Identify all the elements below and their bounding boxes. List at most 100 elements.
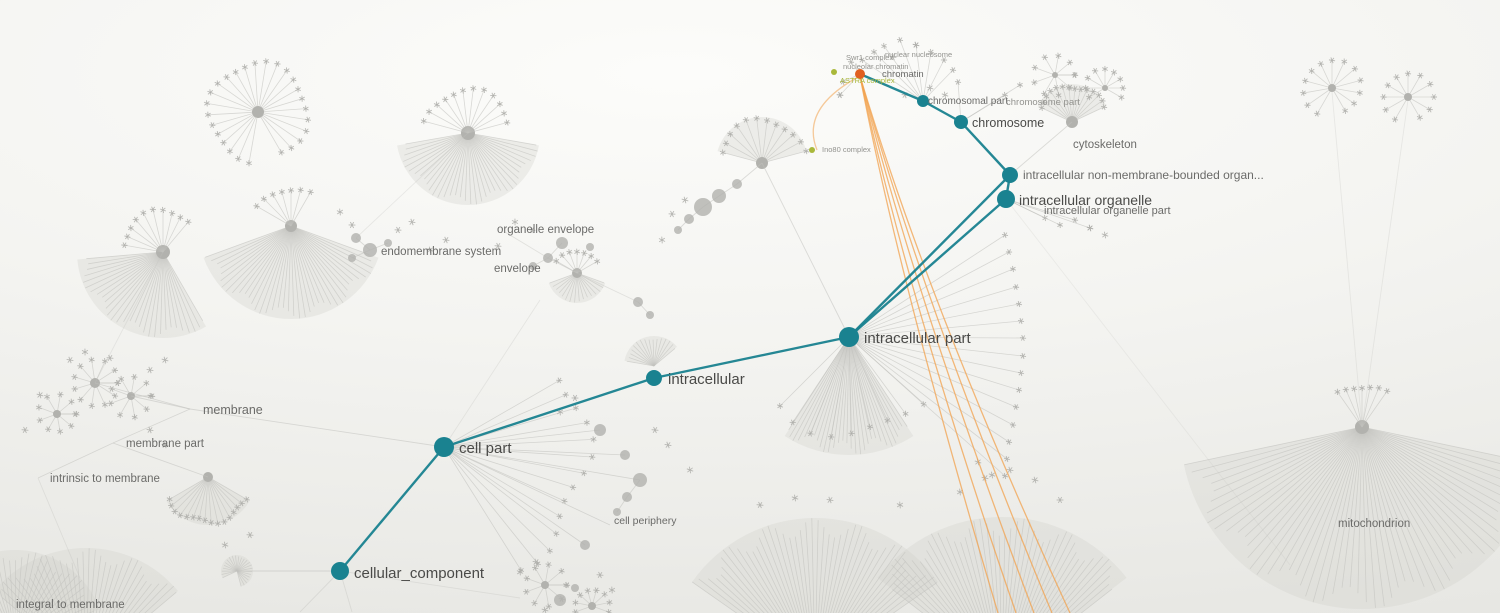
fan-ray (443, 446, 560, 517)
leaf-tick-icon (837, 91, 843, 99)
fan-ray (1007, 521, 1018, 613)
cluster-node[interactable] (571, 584, 579, 592)
cluster-node[interactable] (363, 243, 377, 257)
fan-ray (290, 225, 366, 278)
cluster-node[interactable] (633, 473, 647, 487)
node-label-intrinsic-to-membrane[interactable]: intrinsic to membrane (50, 473, 160, 485)
path-edge-teal (848, 174, 1011, 338)
fan-ray (206, 102, 259, 113)
leaf-tick-icon (108, 400, 113, 407)
node-label-cellular-component[interactable]: cellular_component (354, 565, 485, 582)
fan-ray (90, 251, 164, 293)
node-label-envelope[interactable]: envelope (494, 263, 541, 275)
node-label-nuclear-nucleosome[interactable]: nuclear nucleosome (885, 50, 952, 59)
node-label-cell-periphery[interactable]: cell periphery (614, 515, 677, 527)
fan-ray (124, 244, 164, 253)
spoke-edge (922, 51, 932, 102)
cluster-node[interactable] (1328, 84, 1336, 92)
fan-ray (443, 446, 539, 565)
cluster-node[interactable] (1052, 72, 1058, 78)
graph-node-cellular-component[interactable] (331, 562, 349, 580)
leaf-tick-icon (792, 495, 798, 501)
node-label-chromatin[interactable]: chromatin (882, 69, 924, 80)
fan-ray (110, 251, 164, 321)
node-label-mitochondrion[interactable]: mitochondrion (1338, 518, 1410, 530)
node-label-nucleolar-chromatin[interactable]: nucleolar chromatin (843, 62, 908, 71)
cluster-node[interactable] (554, 594, 566, 606)
cluster-node[interactable] (580, 540, 590, 550)
leaf-tick-icon (913, 42, 919, 48)
cluster-node[interactable] (633, 297, 643, 307)
node-label-organelle-envelope[interactable]: organelle envelope (497, 224, 594, 236)
node-label-membrane-part[interactable]: membrane part (126, 438, 205, 450)
node-label-integral-to-membrane[interactable]: integral to membrane (16, 599, 125, 611)
fan-ray (244, 67, 259, 113)
node-label-membrane[interactable]: membrane (203, 403, 263, 417)
fan-ray (277, 225, 292, 308)
node-label-astra-complex[interactable]: ASTRA complex (840, 76, 895, 85)
cluster-node[interactable] (351, 233, 361, 243)
cluster-node[interactable] (1404, 93, 1412, 101)
cluster-node[interactable] (529, 262, 537, 270)
graph-node-chromosome[interactable] (954, 115, 968, 129)
node-label-intracellular-organelle[interactable]: intracellular organelle (1019, 192, 1152, 208)
graph-node-cell-part[interactable] (434, 437, 454, 457)
graph-node-chromatin[interactable] (855, 69, 865, 79)
cluster-node[interactable] (694, 198, 712, 216)
node-label-chromosome[interactable]: chromosome (972, 116, 1044, 130)
fan-ray (1361, 426, 1500, 505)
node-label-chromosome-part[interactable]: chromosome part (1006, 97, 1080, 108)
fan-ray (1054, 62, 1071, 76)
cluster-node[interactable] (622, 492, 632, 502)
fan-ray (1288, 426, 1363, 571)
node-label-ino80-complex[interactable]: Ino80 complex (822, 145, 871, 154)
fan-ray (23, 578, 49, 613)
node-label-intracellular-part[interactable]: intracellular part (864, 330, 972, 347)
cluster-node[interactable] (684, 214, 694, 224)
graph-node-intracellular-organelle[interactable] (997, 190, 1015, 208)
graph-node-astra-complex[interactable] (831, 69, 837, 75)
cluster-node[interactable] (1102, 85, 1108, 91)
cluster-node[interactable] (53, 410, 61, 418)
cluster-node[interactable] (594, 424, 606, 436)
graph-node-intracellular[interactable] (646, 370, 662, 386)
cluster-node[interactable] (732, 179, 742, 189)
graph-node-chromosomal-part[interactable] (917, 95, 929, 107)
graph-node-intracellular-part[interactable] (839, 327, 859, 347)
fan-ray (848, 336, 899, 437)
cluster-node[interactable] (613, 508, 621, 516)
graph-edge (1009, 121, 1073, 176)
cluster-node[interactable] (586, 243, 594, 251)
node-label-intracellular[interactable]: intracellular (668, 371, 745, 388)
node-label-endomembrane-system[interactable]: endomembrane system (381, 246, 501, 258)
cluster-node[interactable] (620, 450, 630, 460)
graph-node-intracellular-non-membrane-bounded-organelle[interactable] (1002, 167, 1018, 183)
fan-ray (455, 132, 469, 196)
cluster-node[interactable] (252, 106, 264, 118)
fan-ray (82, 551, 85, 613)
node-label-cell-part[interactable]: cell part (459, 440, 512, 457)
cluster-node[interactable] (646, 311, 654, 319)
fan-ray (814, 336, 850, 436)
cluster-node[interactable] (588, 602, 596, 610)
path-edge-teal (653, 335, 850, 380)
node-label-cytoskeleton[interactable]: cytoskeleton (1073, 139, 1137, 151)
leaf-tick-icon (572, 394, 578, 402)
node-label-intracellular-non-membrane-bounded-organelle[interactable]: intracellular non-membrane-bounded organ… (1023, 168, 1264, 182)
node-label-intracellular-organelle-part[interactable]: intracellular organelle part (1044, 205, 1171, 217)
cluster-node[interactable] (712, 189, 726, 203)
graph-node-ino80-complex[interactable] (809, 147, 815, 153)
cluster-node[interactable] (348, 254, 356, 262)
fan-ray (1247, 426, 1363, 559)
cluster-node[interactable] (543, 253, 553, 263)
node-label-chromosomal-part[interactable]: chromosomal part (928, 96, 1008, 107)
cluster-node[interactable] (541, 581, 549, 589)
cluster-node[interactable] (674, 226, 682, 234)
fan-ray (1010, 518, 1025, 613)
leaf-tick-icon (115, 380, 121, 386)
cluster-node[interactable] (384, 239, 392, 247)
node-label-swr1-complex[interactable]: Swr1 complex (846, 53, 893, 62)
cluster-node[interactable] (556, 237, 568, 249)
